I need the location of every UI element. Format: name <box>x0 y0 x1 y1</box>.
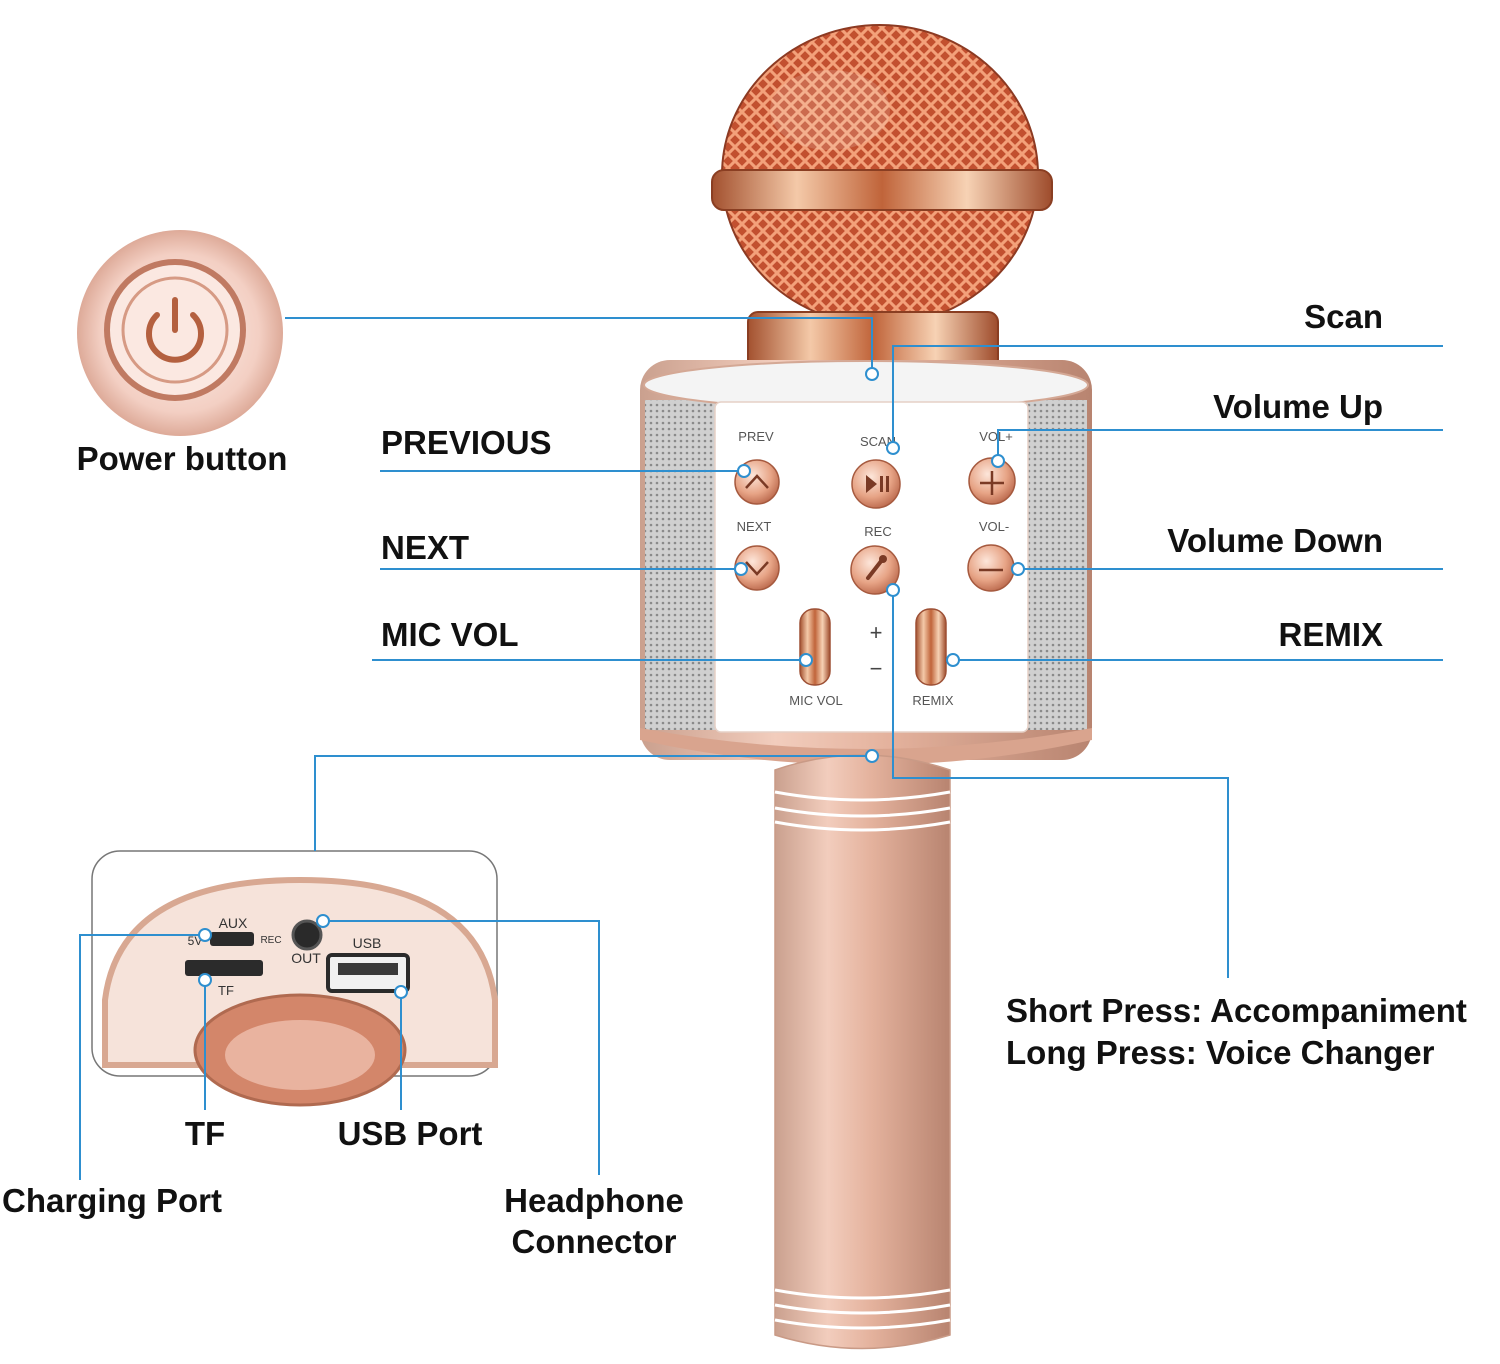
label-tf: TF <box>184 1115 226 1152</box>
leader-power <box>285 317 873 374</box>
mic-head-ring <box>711 169 1053 211</box>
label-charging-port: Charging Port <box>2 1182 222 1219</box>
device-label-next: NEXT <box>737 519 772 534</box>
leader-charging <box>79 934 205 1180</box>
label-scan: Scan <box>1304 298 1383 335</box>
label-remix: REMIX <box>1278 616 1383 653</box>
leader-lines <box>79 317 1443 1180</box>
label-usb-port: USB Port <box>337 1115 483 1152</box>
label-volume-down: Volume Down <box>1167 522 1383 559</box>
leader-volume-up <box>997 429 1443 461</box>
device-label-mic-vol: MIC VOL <box>789 693 842 708</box>
tf-slot <box>185 960 263 976</box>
label-headphone-1: Headphone <box>504 1182 684 1219</box>
vol-down-button[interactable] <box>967 544 1015 592</box>
device-label-remix: REMIX <box>912 693 954 708</box>
micro-usb-port <box>210 932 254 946</box>
label-mic-vol: MIC VOL <box>381 616 519 653</box>
label-previous: PREVIOUS <box>381 424 552 461</box>
next-button[interactable] <box>734 545 780 591</box>
device-label-vol-plus: VOL+ <box>979 429 1013 444</box>
device-label-usb: USB <box>353 935 382 951</box>
vol-up-button[interactable] <box>968 457 1016 505</box>
headphone-jack <box>291 919 323 951</box>
power-icon <box>146 297 204 363</box>
leader-bottom <box>314 755 872 851</box>
label-next: NEXT <box>381 529 470 566</box>
ports-inset <box>91 850 498 1107</box>
microphone-icon <box>866 555 887 580</box>
device-label-aux: AUX <box>219 915 248 931</box>
rec-button[interactable] <box>850 545 900 595</box>
label-power-button: Power button <box>76 440 288 477</box>
plus-icon <box>980 471 1004 495</box>
power-button-inset <box>77 230 283 436</box>
label-rec-short-press: Short Press: Accompaniment <box>1006 992 1467 1029</box>
label-headphone-2: Connector <box>511 1223 677 1260</box>
device-label-prev: PREV <box>738 429 774 444</box>
device-label-tf: TF <box>218 983 234 998</box>
label-rec-long-press: Long Press: Voice Changer <box>1006 1034 1435 1071</box>
device-label-vol-minus: VOL- <box>979 519 1009 534</box>
device-plus-sign: + <box>870 620 883 645</box>
chevron-down-icon <box>745 561 769 576</box>
leader-rec <box>892 590 1229 978</box>
leader-headphone <box>323 920 600 1175</box>
device-label-rec: REC <box>864 524 891 539</box>
device-label-rec-small: REC <box>260 935 281 946</box>
leader-dots <box>198 367 1025 999</box>
leader-scan <box>892 345 1443 448</box>
play-pause-icon <box>866 475 889 493</box>
scan-button[interactable] <box>851 459 901 509</box>
mic-handle <box>774 754 951 1350</box>
label-volume-up: Volume Up <box>1213 388 1383 425</box>
mic-vol-slider[interactable] <box>799 608 831 686</box>
device-minus-sign: − <box>870 656 883 681</box>
remix-slider[interactable] <box>915 608 947 686</box>
chevron-up-icon <box>745 474 769 489</box>
device-label-out: OUT <box>291 950 321 966</box>
